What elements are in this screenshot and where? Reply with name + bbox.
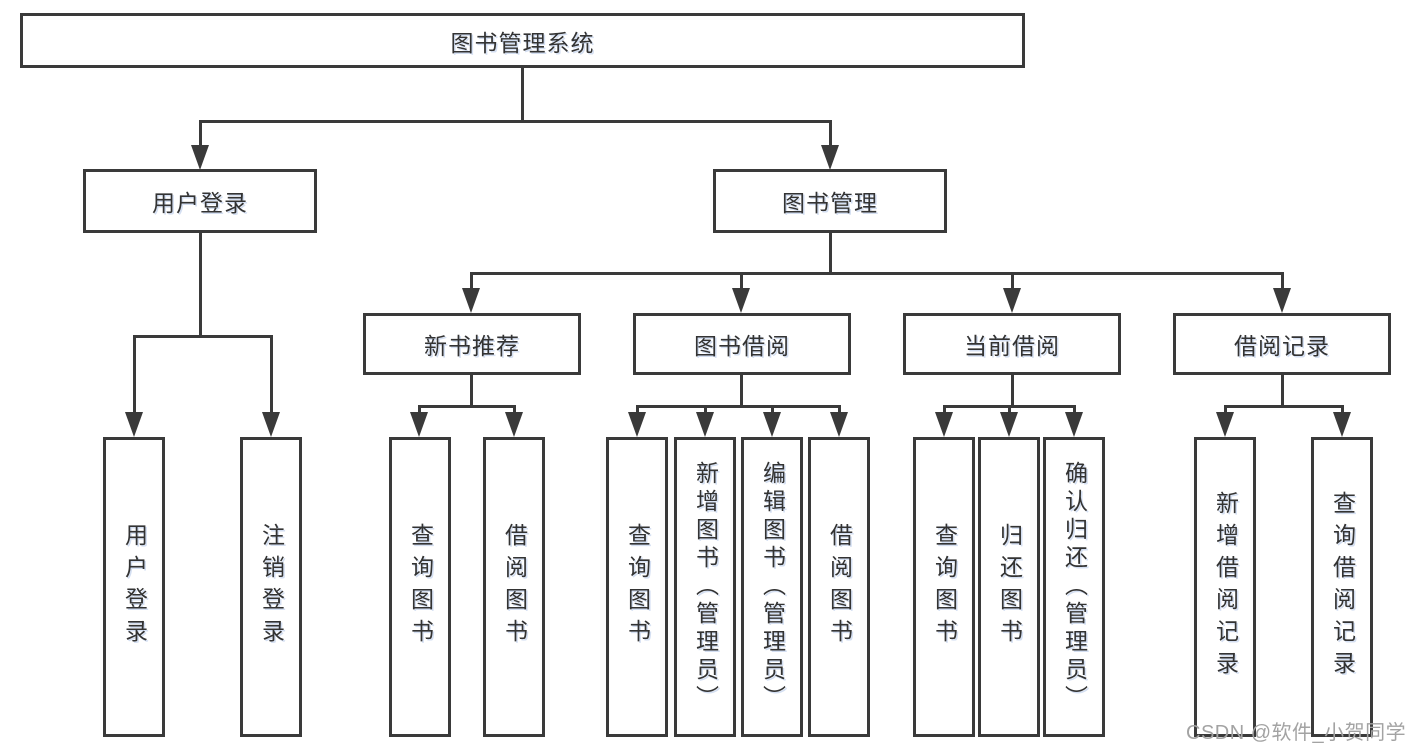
- connector-to-leaf: [270, 335, 273, 413]
- arrowhead-icon: [935, 412, 953, 437]
- leaf-query-books-borrow: 查询图书: [606, 437, 668, 737]
- leaf-confirm-return-admin: 确认归还（管理员）: [1043, 437, 1105, 737]
- connector-to-leaf: [513, 405, 516, 415]
- connector-rail-level3: [470, 272, 1283, 275]
- connector-to-leaf: [1341, 405, 1344, 415]
- connector-to-leaf: [418, 405, 421, 415]
- node-book-management: 图书管理: [713, 169, 947, 233]
- connector-to-current-borrow: [1011, 272, 1014, 290]
- node-label: 用户登录: [152, 190, 248, 216]
- leaf-query-books-recommend: 查询图书: [389, 437, 451, 737]
- connector-rail-level2: [199, 120, 831, 123]
- arrowhead-icon: [696, 412, 714, 437]
- connector-to-leaf: [1008, 405, 1011, 415]
- watermark: CSDN @软件_小贺同学: [1186, 722, 1405, 744]
- leaf-borrow-books: 借阅图书: [808, 437, 870, 737]
- leaf-label: 归还图书: [996, 523, 1023, 651]
- arrowhead-icon: [1000, 412, 1018, 437]
- connector-to-leaf: [838, 405, 841, 415]
- connector-to-book-management: [829, 120, 832, 150]
- leaf-add-borrow-record: 新增借阅记录: [1194, 437, 1256, 737]
- leaf-label: 用户登录: [121, 523, 148, 651]
- arrowhead-icon: [628, 412, 646, 437]
- leaf-label: 查询借阅记录: [1329, 491, 1356, 683]
- leaf-borrow-books-recommend: 借阅图书: [483, 437, 545, 737]
- arrowhead-icon: [732, 288, 750, 313]
- connector-to-leaf: [943, 405, 946, 415]
- arrowhead-icon: [763, 412, 781, 437]
- connector-rail-user-login: [133, 335, 273, 338]
- connector-rail-borrow-records: [1224, 405, 1343, 408]
- leaf-label: 注销登录: [258, 523, 285, 651]
- node-new-book-recommend: 新书推荐: [363, 313, 581, 375]
- node-label: 借阅记录: [1234, 333, 1330, 359]
- connector-to-leaf: [1073, 405, 1076, 415]
- arrowhead-icon: [1333, 412, 1351, 437]
- arrowhead-icon: [1065, 412, 1083, 437]
- connector-user-login-down: [199, 233, 202, 337]
- leaf-label: 编辑图书（管理员）: [759, 461, 786, 713]
- arrowhead-icon: [262, 412, 280, 437]
- arrowhead-icon: [830, 412, 848, 437]
- connector-to-leaf: [771, 405, 774, 415]
- node-label: 新书推荐: [424, 333, 520, 359]
- connector-to-new-book: [470, 272, 473, 290]
- leaf-return-books: 归还图书: [978, 437, 1040, 737]
- leaf-label: 查询图书: [931, 523, 958, 651]
- arrowhead-icon: [1003, 288, 1021, 313]
- connector-book-management-down: [829, 233, 832, 274]
- leaf-query-books-current: 查询图书: [913, 437, 975, 737]
- leaf-query-borrow-record: 查询借阅记录: [1311, 437, 1373, 737]
- arrowhead-icon: [410, 412, 428, 437]
- leaf-label: 确认归还（管理员）: [1061, 461, 1088, 713]
- arrowhead-icon: [821, 145, 839, 170]
- node-label: 图书管理: [782, 190, 878, 216]
- leaf-label: 新增图书（管理员）: [692, 461, 719, 713]
- node-label: 当前借阅: [964, 333, 1060, 359]
- arrowhead-icon: [191, 145, 209, 170]
- node-label: 图书管理系统: [450, 29, 595, 56]
- leaf-label: 新增借阅记录: [1212, 491, 1239, 683]
- connector-rail-book-borrow: [636, 405, 840, 408]
- leaf-edit-books-admin: 编辑图书（管理员）: [741, 437, 803, 737]
- connector-borrow-records-down: [1281, 375, 1284, 408]
- connector-book-borrow-down: [740, 375, 743, 408]
- node-current-borrow: 当前借阅: [903, 313, 1121, 375]
- connector-to-user-login: [199, 120, 202, 150]
- leaf-label: 查询图书: [624, 523, 651, 651]
- node-borrow-records: 借阅记录: [1173, 313, 1391, 375]
- arrowhead-icon: [1216, 412, 1234, 437]
- arrowhead-icon: [1273, 288, 1291, 313]
- arrowhead-icon: [462, 288, 480, 313]
- connector-root-down: [521, 68, 524, 120]
- connector-to-leaf: [636, 405, 639, 415]
- node-library-system: 图书管理系统: [20, 13, 1025, 68]
- leaf-user-login: 用户登录: [103, 437, 165, 737]
- leaf-label: 查询图书: [407, 523, 434, 651]
- connector-new-book-down: [470, 375, 473, 408]
- connector-rail-new-book: [418, 405, 515, 408]
- leaf-logout: 注销登录: [240, 437, 302, 737]
- leaf-add-books-admin: 新增图书（管理员）: [674, 437, 736, 737]
- node-book-borrow: 图书借阅: [633, 313, 851, 375]
- connector-current-borrow-down: [1011, 375, 1014, 408]
- connector-to-leaf: [704, 405, 707, 415]
- leaf-label: 借阅图书: [826, 523, 853, 651]
- node-user-login: 用户登录: [83, 169, 317, 233]
- arrowhead-icon: [505, 412, 523, 437]
- connector-to-book-borrow: [740, 272, 743, 290]
- connector-to-leaf: [1224, 405, 1227, 415]
- connector-to-borrow-records: [1281, 272, 1284, 290]
- leaf-label: 借阅图书: [501, 523, 528, 651]
- arrowhead-icon: [125, 412, 143, 437]
- node-label: 图书借阅: [694, 333, 790, 359]
- connector-to-leaf: [133, 335, 136, 413]
